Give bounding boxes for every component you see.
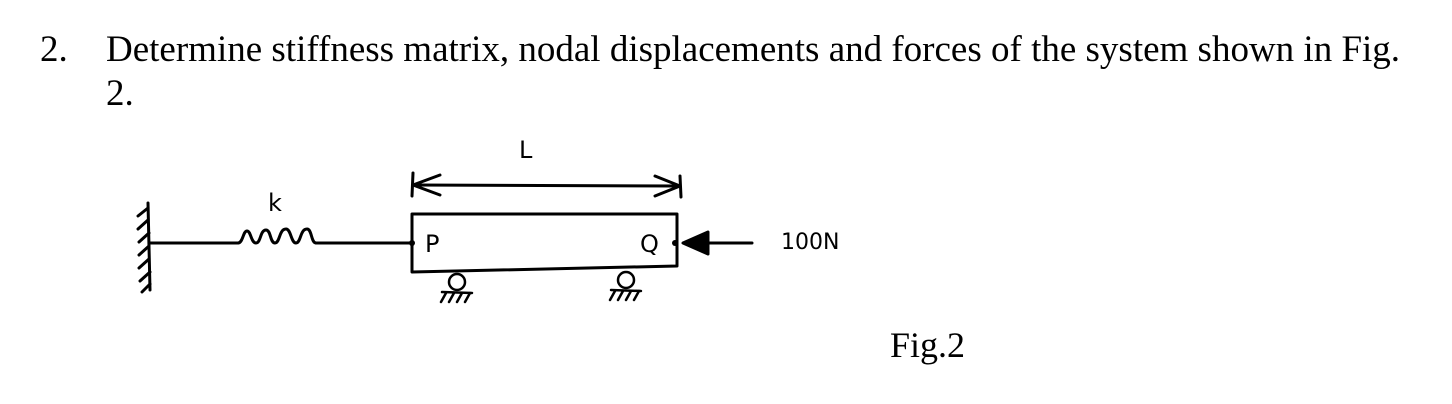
fixed-wall-support xyxy=(136,201,152,294)
bar-element xyxy=(410,212,679,274)
length-label: L xyxy=(519,136,533,164)
spring-stiffness-label: k xyxy=(268,189,282,217)
length-dimension xyxy=(410,171,683,199)
applied-force-arrow xyxy=(681,230,754,256)
figure-caption: Fig.2 xyxy=(890,325,966,365)
spring xyxy=(236,227,318,245)
force-label: 100N xyxy=(781,230,839,255)
node-q-dot xyxy=(672,240,678,246)
question-number: 2. xyxy=(40,29,68,70)
node-p-label: P xyxy=(425,230,439,258)
roller-support-right xyxy=(608,270,643,302)
roller-support-left xyxy=(439,272,474,304)
node-q-label: Q xyxy=(640,230,659,258)
node-p-dot xyxy=(409,240,415,246)
question-text: Determine stiffness matrix, nodal displa… xyxy=(106,29,1401,114)
